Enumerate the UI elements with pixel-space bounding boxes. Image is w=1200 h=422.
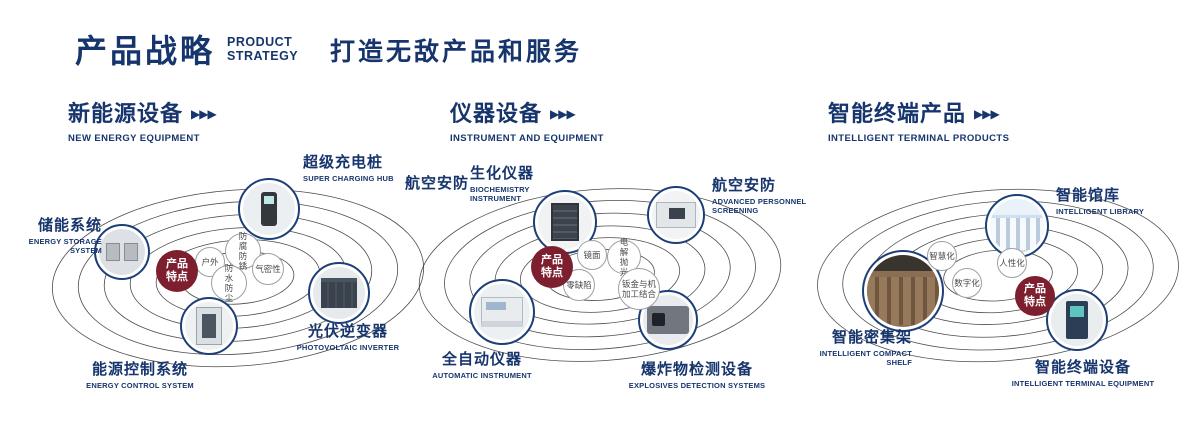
feature-bubble-smart: 智慧化 bbox=[927, 241, 957, 271]
label-super-charging-hub-zh: 超级充电桩 bbox=[303, 154, 384, 171]
intelligent-library-photo bbox=[990, 199, 1044, 253]
label-energy-control-system-zh: 能源控制系统 bbox=[91, 361, 188, 378]
node-super-charging-hub bbox=[238, 178, 300, 240]
section-title-instrument: 仪器设备 bbox=[450, 101, 543, 126]
feature-bubble-mirror: 镜面 bbox=[577, 240, 607, 270]
label-intelligent-library-en: INTELLIGENT LIBRARY bbox=[1056, 207, 1145, 216]
node-personnel-screening bbox=[647, 186, 705, 244]
super-charging-hub-photo bbox=[243, 183, 295, 235]
feature-bubble-digital: 数字化 bbox=[952, 268, 982, 298]
feature-bubble-text: 防腐防锈 bbox=[238, 231, 248, 271]
feature-bubble-text: 气密性 bbox=[255, 264, 281, 274]
section-title-new-energy: 新能源设备 bbox=[68, 101, 184, 126]
label-intelligent-terminal-en: INTELLIGENT TERMINAL EQUIPMENT bbox=[1011, 379, 1155, 388]
label-intelligent-terminal: 智能终端设备 INTELLIGENT TERMINAL EQUIPMENT bbox=[1008, 356, 1158, 388]
page-title: 产品战略 bbox=[75, 33, 216, 69]
node-photovoltaic-inverter bbox=[308, 262, 370, 324]
label-biochemistry-instrument: 生化仪器 BIOCHEMISTRY INSTRUMENT bbox=[470, 162, 556, 203]
label-photovoltaic-inverter-zh: 光伏逆变器 bbox=[307, 323, 388, 340]
photovoltaic-inverter-photo bbox=[313, 267, 365, 319]
product-features-badge: 产品特点 bbox=[156, 250, 198, 292]
feature-bubble-waterproof: 防水防尘 bbox=[211, 263, 247, 303]
section-subtitle-terminal: INTELLIGENT TERMINAL PRODUCTS bbox=[828, 133, 1010, 144]
section-title-terminal: 智能终端产品 bbox=[828, 101, 967, 126]
label-explosives-detection-zh: 爆炸物检测设备 bbox=[640, 361, 753, 378]
node-intelligent-library bbox=[985, 194, 1049, 258]
label-intelligent-compact-shelf: 智能密集架 INTELLIGENT COMPACT SHELF bbox=[798, 326, 912, 367]
label-intelligent-library: 智能馆库 INTELLIGENT LIBRARY bbox=[1056, 184, 1166, 216]
label-photovoltaic-inverter: 光伏逆变器 PHOTOVOLTAIC INVERTER bbox=[292, 320, 404, 352]
triple-arrow-icon: ▶▶▶ bbox=[191, 107, 217, 121]
feature-bubble-text: 零缺陷 bbox=[566, 280, 592, 290]
label-photovoltaic-inverter-en: PHOTOVOLTAIC INVERTER bbox=[296, 343, 400, 352]
label-intelligent-compact-shelf-en: INTELLIGENT COMPACT SHELF bbox=[819, 349, 912, 367]
section-header-new-energy: 新能源设备 ▶▶▶ NEW ENERGY EQUIPMENT bbox=[68, 96, 217, 144]
energy-storage-photo bbox=[99, 229, 145, 275]
triple-arrow-icon: ▶▶▶ bbox=[974, 107, 1000, 121]
label-personnel-screening: 航空安防 ADVANCED PERSONNEL SCREENING bbox=[712, 174, 808, 215]
node-intelligent-compact-shelf bbox=[862, 250, 944, 332]
page-title-en: PRODUCT STRATEGY bbox=[227, 35, 298, 63]
product-features-badge-text: 产品特点 bbox=[541, 254, 563, 279]
label-intelligent-terminal-zh: 智能终端设备 bbox=[1034, 359, 1131, 376]
intelligent-compact-shelf-photo bbox=[867, 255, 939, 327]
label-energy-storage-en: ENERGY STORAGE SYSTEM bbox=[28, 237, 102, 255]
feature-bubble-text: 镜面 bbox=[583, 250, 601, 260]
label-automatic-instrument: 全自动仪器 AUTOMATIC INSTRUMENT bbox=[422, 348, 542, 380]
automatic-instrument-photo bbox=[474, 284, 530, 340]
feature-bubble-text: 数字化 bbox=[954, 278, 980, 288]
intelligent-terminal-photo bbox=[1051, 294, 1103, 346]
page-title-en-line2: STRATEGY bbox=[227, 49, 299, 63]
label-super-charging-hub-en: SUPER CHARGING HUB bbox=[303, 174, 394, 183]
feature-bubble-humanized: 人性化 bbox=[997, 248, 1027, 278]
feature-bubble-text: 人性化 bbox=[999, 258, 1025, 268]
feature-bubble-airtight: 气密性 bbox=[252, 253, 284, 285]
label-personnel-screening-zh: 航空安防 bbox=[712, 177, 777, 194]
label-energy-control-system: 能源控制系统 ENERGY CONTROL SYSTEM bbox=[78, 358, 202, 390]
biochemistry-instrument-photo bbox=[538, 195, 592, 249]
label-explosives-detection: 爆炸物检测设备 EXPLOSIVES DETECTION SYSTEMS bbox=[622, 358, 772, 390]
label-energy-storage-zh: 储能系统 bbox=[37, 217, 102, 234]
label-aviation-security-left-zh: 航空安防 bbox=[405, 175, 470, 192]
label-explosives-detection-en: EXPLOSIVES DETECTION SYSTEMS bbox=[628, 381, 766, 390]
feature-bubble-text: 智慧化 bbox=[929, 251, 955, 261]
label-aviation-security-left: 航空安防 bbox=[405, 172, 475, 193]
section-subtitle-instrument: INSTRUMENT AND EQUIPMENT bbox=[450, 133, 604, 144]
product-features-badge-text: 产品特点 bbox=[166, 258, 188, 283]
node-automatic-instrument bbox=[469, 279, 535, 345]
product-features-badge: 产品特点 bbox=[1015, 276, 1055, 316]
label-personnel-screening-en: ADVANCED PERSONNEL SCREENING bbox=[712, 197, 807, 215]
label-biochemistry-instrument-en: BIOCHEMISTRY INSTRUMENT bbox=[470, 185, 530, 203]
label-biochemistry-instrument-zh: 生化仪器 bbox=[470, 165, 535, 182]
section-header-instrument: 仪器设备 ▶▶▶ INSTRUMENT AND EQUIPMENT bbox=[450, 96, 604, 144]
feature-bubble-sheetmetal: 钣金与机加工结合 bbox=[618, 268, 660, 310]
product-features-badge-text: 产品特点 bbox=[1024, 283, 1046, 308]
label-intelligent-compact-shelf-zh: 智能密集架 bbox=[831, 329, 912, 346]
triple-arrow-icon: ▶▶▶ bbox=[550, 107, 576, 121]
label-automatic-instrument-zh: 全自动仪器 bbox=[441, 351, 522, 368]
section-subtitle-new-energy: NEW ENERGY EQUIPMENT bbox=[68, 133, 200, 144]
page-title-en-line1: PRODUCT bbox=[227, 35, 293, 49]
label-automatic-instrument-en: AUTOMATIC INSTRUMENT bbox=[432, 371, 532, 380]
feature-bubble-text: 防水防尘 bbox=[224, 263, 234, 303]
product-features-badge: 产品特点 bbox=[531, 246, 573, 288]
feature-bubble-text: 电解抛光 bbox=[619, 237, 629, 277]
label-intelligent-library-zh: 智能馆库 bbox=[1056, 187, 1121, 204]
node-energy-control-system bbox=[180, 297, 238, 355]
energy-control-system-photo bbox=[185, 302, 233, 350]
label-energy-storage: 储能系统 ENERGY STORAGE SYSTEM bbox=[22, 214, 102, 255]
slogan: 打造无敌产品和服务 bbox=[330, 38, 583, 66]
feature-bubble-text: 钣金与机加工结合 bbox=[622, 279, 657, 299]
section-header-terminal: 智能终端产品 ▶▶▶ INTELLIGENT TERMINAL PRODUCTS bbox=[828, 96, 1009, 144]
personnel-screening-photo bbox=[652, 191, 700, 239]
label-super-charging-hub: 超级充电桩 SUPER CHARGING HUB bbox=[303, 151, 413, 183]
feature-bubble-text: 户外 bbox=[201, 257, 219, 267]
node-intelligent-terminal bbox=[1046, 289, 1108, 351]
label-energy-control-system-en: ENERGY CONTROL SYSTEM bbox=[86, 381, 194, 390]
node-energy-storage bbox=[94, 224, 150, 280]
